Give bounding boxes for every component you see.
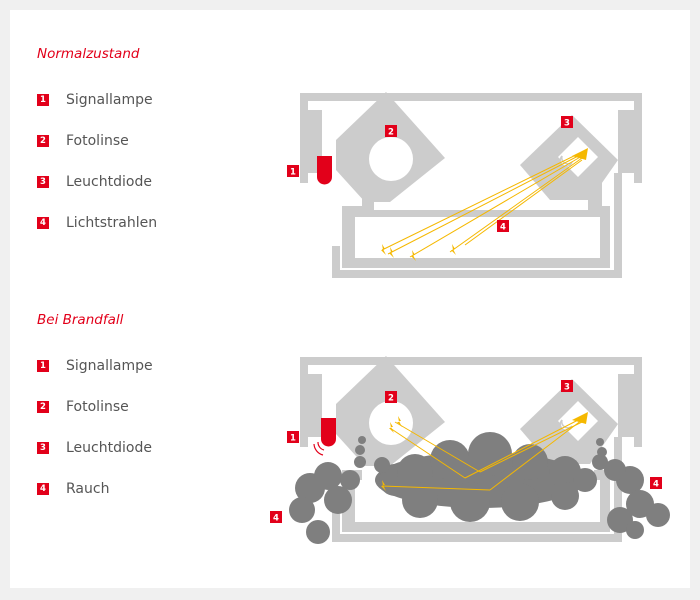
legend-item-signal-lamp: 1 Signallampe (37, 92, 153, 108)
svg-text:4: 4 (653, 480, 659, 490)
legend-label: Leuchtdiode (66, 174, 152, 190)
legend-number-badge: 1 (37, 360, 49, 372)
legend-label: Leuchtdiode (66, 440, 152, 456)
legend-number-badge: 2 (37, 401, 49, 413)
light-rays (381, 151, 583, 258)
photo-lens-icon (369, 401, 413, 445)
callout-badge-1: 1 (287, 165, 299, 178)
legend-label: Fotolinse (66, 399, 129, 415)
legend-label: Rauch (66, 481, 110, 497)
smoke-outside-left (289, 436, 366, 544)
section-title-normal: Normalzustand (37, 46, 140, 62)
svg-text:4: 4 (500, 223, 506, 233)
legend-item-led: 3 Leuchtdiode (37, 174, 152, 190)
diagram-panel: Normalzustand 1 Signallampe 2 Fotolinse … (10, 10, 690, 588)
svg-text:2: 2 (388, 394, 394, 404)
callout-badge-3: 3 (561, 116, 573, 129)
measurement-chamber (342, 206, 610, 268)
legend-item-photo-lens: 2 Fotolinse (37, 399, 129, 415)
signal-lamp-icon (317, 156, 332, 185)
legend-number-badge: 3 (37, 176, 49, 188)
callout-badge-4: 4 (497, 220, 509, 233)
legend-label: Fotolinse (66, 133, 129, 149)
callout-badge-4-left: 4 (270, 511, 282, 524)
legend-item-photo-lens: 2 Fotolinse (37, 133, 129, 149)
scattered-light-rays (381, 417, 583, 491)
section-title-fire: Bei Brandfall (37, 312, 124, 328)
callout-badge-1: 1 (287, 431, 299, 444)
callout-badge-2: 2 (385, 125, 397, 138)
legend-number-badge: 3 (37, 442, 49, 454)
legend-label: Lichtstrahlen (66, 215, 158, 231)
photo-lens-icon (369, 137, 413, 181)
legend-number-badge: 1 (37, 94, 49, 106)
legend-label: Signallampe (66, 358, 153, 374)
legend-number-badge: 4 (37, 483, 49, 495)
signal-lamp-icon (321, 418, 336, 447)
detector-diagram-normal: 1 2 3 4 (287, 92, 642, 278)
legend-item-smoke: 4 Rauch (37, 481, 109, 497)
legend-number-badge: 4 (37, 217, 49, 229)
smoke-detector-diagrams: 1 2 3 4 (270, 92, 670, 544)
legend-item-led: 3 Leuchtdiode (37, 440, 152, 456)
legend-item-light-rays: 4 Lichtstrahlen (37, 215, 157, 231)
smoke-cloud (374, 432, 608, 522)
svg-text:3: 3 (564, 119, 570, 129)
alarm-signal-icon (313, 441, 325, 456)
svg-text:1: 1 (290, 434, 296, 444)
svg-text:1: 1 (290, 168, 296, 178)
smoke-outside-right (596, 438, 670, 539)
measurement-chamber (342, 470, 610, 532)
legend-label: Signallampe (66, 92, 153, 108)
callout-badge-4-right: 4 (650, 477, 662, 490)
svg-text:3: 3 (564, 383, 570, 393)
callout-badge-3: 3 (561, 380, 573, 393)
svg-text:2: 2 (388, 128, 394, 138)
svg-text:4: 4 (273, 514, 279, 524)
legend-item-signal-lamp: 1 Signallampe (37, 358, 153, 374)
callout-badge-2: 2 (385, 391, 397, 404)
legend-number-badge: 2 (37, 135, 49, 147)
housing-frame (300, 93, 642, 278)
detector-diagram-fire: 1 2 3 4 4 (270, 356, 670, 544)
